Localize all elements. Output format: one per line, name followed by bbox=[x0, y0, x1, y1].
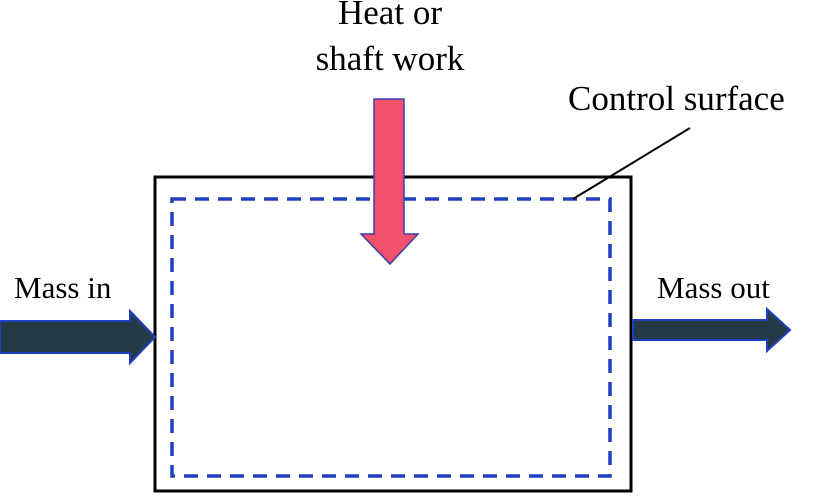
heat-label-line2: shaft work bbox=[316, 39, 465, 78]
control-surface-leader-line bbox=[572, 127, 691, 200]
mass-in-label: Mass in bbox=[14, 270, 112, 305]
mass-out-label: Mass out bbox=[657, 270, 770, 305]
mass-in-arrow bbox=[0, 308, 157, 366]
heat-label-line1: Heat or bbox=[338, 0, 442, 32]
control-surface-label: Control surface bbox=[568, 79, 785, 118]
heat-work-arrow bbox=[359, 98, 420, 266]
mass-out-arrow bbox=[632, 306, 792, 354]
